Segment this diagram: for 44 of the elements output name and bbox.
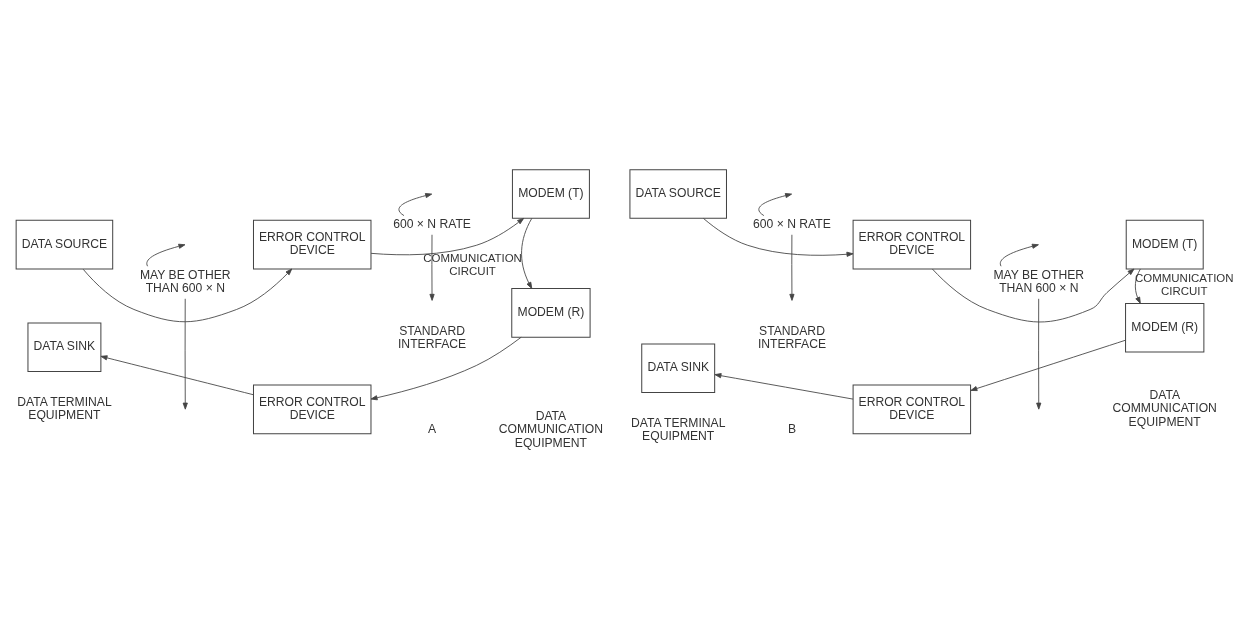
arrow	[182, 298, 188, 410]
node-text: 600 × N RATE	[393, 217, 471, 232]
node-box: ERROR CONTROL DEVICE	[852, 384, 972, 435]
label: DATA COMMUNICATION EQUIPMENT	[1112, 387, 1217, 429]
node-text: MAY BE OTHER THAN 600 × N	[139, 267, 231, 296]
arrow	[370, 336, 522, 401]
label: DATA COMMUNICATION EQUIPMENT	[498, 408, 604, 450]
edge-label: COMMUNICATION CIRCUIT	[1135, 272, 1234, 298]
arrow	[100, 355, 254, 396]
arrow	[758, 193, 793, 217]
node-box: DATA SOURCE	[629, 169, 727, 219]
arrow	[82, 268, 293, 323]
node-box: ERROR CONTROL DEVICE	[852, 219, 972, 270]
arrow	[702, 217, 854, 257]
label: STANDARD INTERFACE	[757, 323, 827, 352]
arrow	[370, 217, 525, 256]
node-box: MODEM (R)	[511, 288, 591, 338]
label: B	[787, 422, 797, 437]
node-box: DATA SOURCE	[15, 219, 114, 270]
label: STANDARD INTERFACE	[398, 323, 467, 352]
edge-label: COMMUNICATION CIRCUIT	[423, 252, 522, 278]
arrow	[146, 243, 186, 267]
node-box: ERROR CONTROL DEVICE	[252, 384, 372, 435]
arrow	[999, 243, 1039, 267]
label: DATA TERMINAL EQUIPMENT	[17, 394, 112, 423]
node-box: DATA SINK	[27, 322, 102, 373]
node-box: MODEM (R)	[1125, 302, 1205, 353]
arrow	[398, 193, 433, 217]
arrow	[429, 234, 435, 301]
arrow	[1134, 268, 1141, 304]
node-text: 600 × N RATE	[753, 217, 831, 232]
arrow	[789, 234, 795, 301]
node-text: MAY BE OTHER THAN 600 × N	[993, 267, 1085, 296]
arrow	[1036, 298, 1042, 410]
label: DATA TERMINAL EQUIPMENT	[630, 415, 726, 444]
node-box: ERROR CONTROL DEVICE	[252, 219, 372, 270]
node-box: MODEM (T)	[511, 169, 590, 219]
node-box: MODEM (T)	[1125, 219, 1204, 270]
arrow	[714, 373, 854, 400]
arrow	[521, 217, 533, 289]
label: A	[428, 422, 437, 437]
node-box: DATA SINK	[641, 343, 716, 394]
arrow	[970, 339, 1126, 392]
arrow	[931, 268, 1135, 323]
